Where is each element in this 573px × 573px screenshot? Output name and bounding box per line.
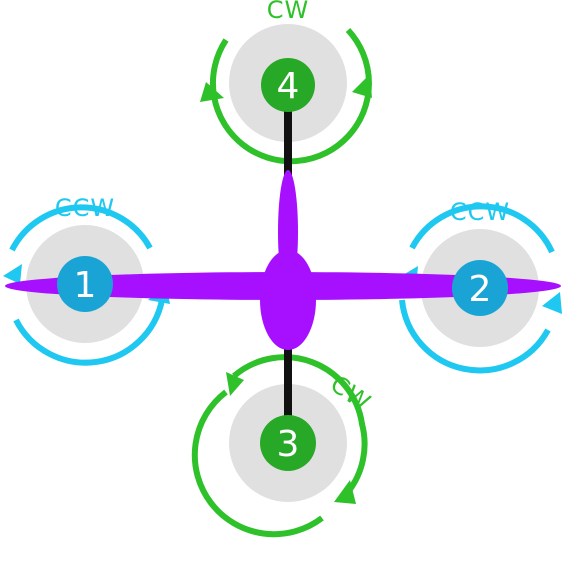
motor-4-badge: 4 bbox=[261, 58, 315, 112]
motor-2-rotation-arrow bbox=[399, 203, 555, 374]
motor-3-arrowhead-icon bbox=[334, 480, 356, 504]
motor-4-arrowhead-icon bbox=[352, 74, 372, 98]
motor-1-arrowhead-icon bbox=[3, 264, 22, 284]
motor-3-arrowhead-icon bbox=[226, 372, 244, 396]
motor-3-number: 3 bbox=[277, 424, 300, 465]
motor-1-badge: 1 bbox=[57, 256, 113, 312]
motor-2-number: 2 bbox=[469, 269, 492, 310]
motor-2-direction-label: CCW bbox=[450, 198, 510, 226]
motor-2-badge: 2 bbox=[452, 260, 508, 316]
motor-4-direction-label: CW bbox=[267, 0, 310, 24]
motor-2-arrowhead-icon bbox=[542, 292, 562, 314]
frame-body bbox=[5, 170, 561, 350]
motor-1-number: 1 bbox=[74, 265, 97, 306]
motor-3-badge: 3 bbox=[260, 415, 316, 471]
motor-3-rotation-arrow bbox=[191, 354, 368, 538]
frame-center-hub bbox=[260, 250, 316, 350]
motor-1-rotation-arrow bbox=[9, 204, 165, 366]
motor-4-number: 4 bbox=[277, 66, 300, 107]
motor-4-arrowhead-icon bbox=[200, 82, 224, 102]
motor-1-direction-label: CCW bbox=[55, 194, 115, 222]
